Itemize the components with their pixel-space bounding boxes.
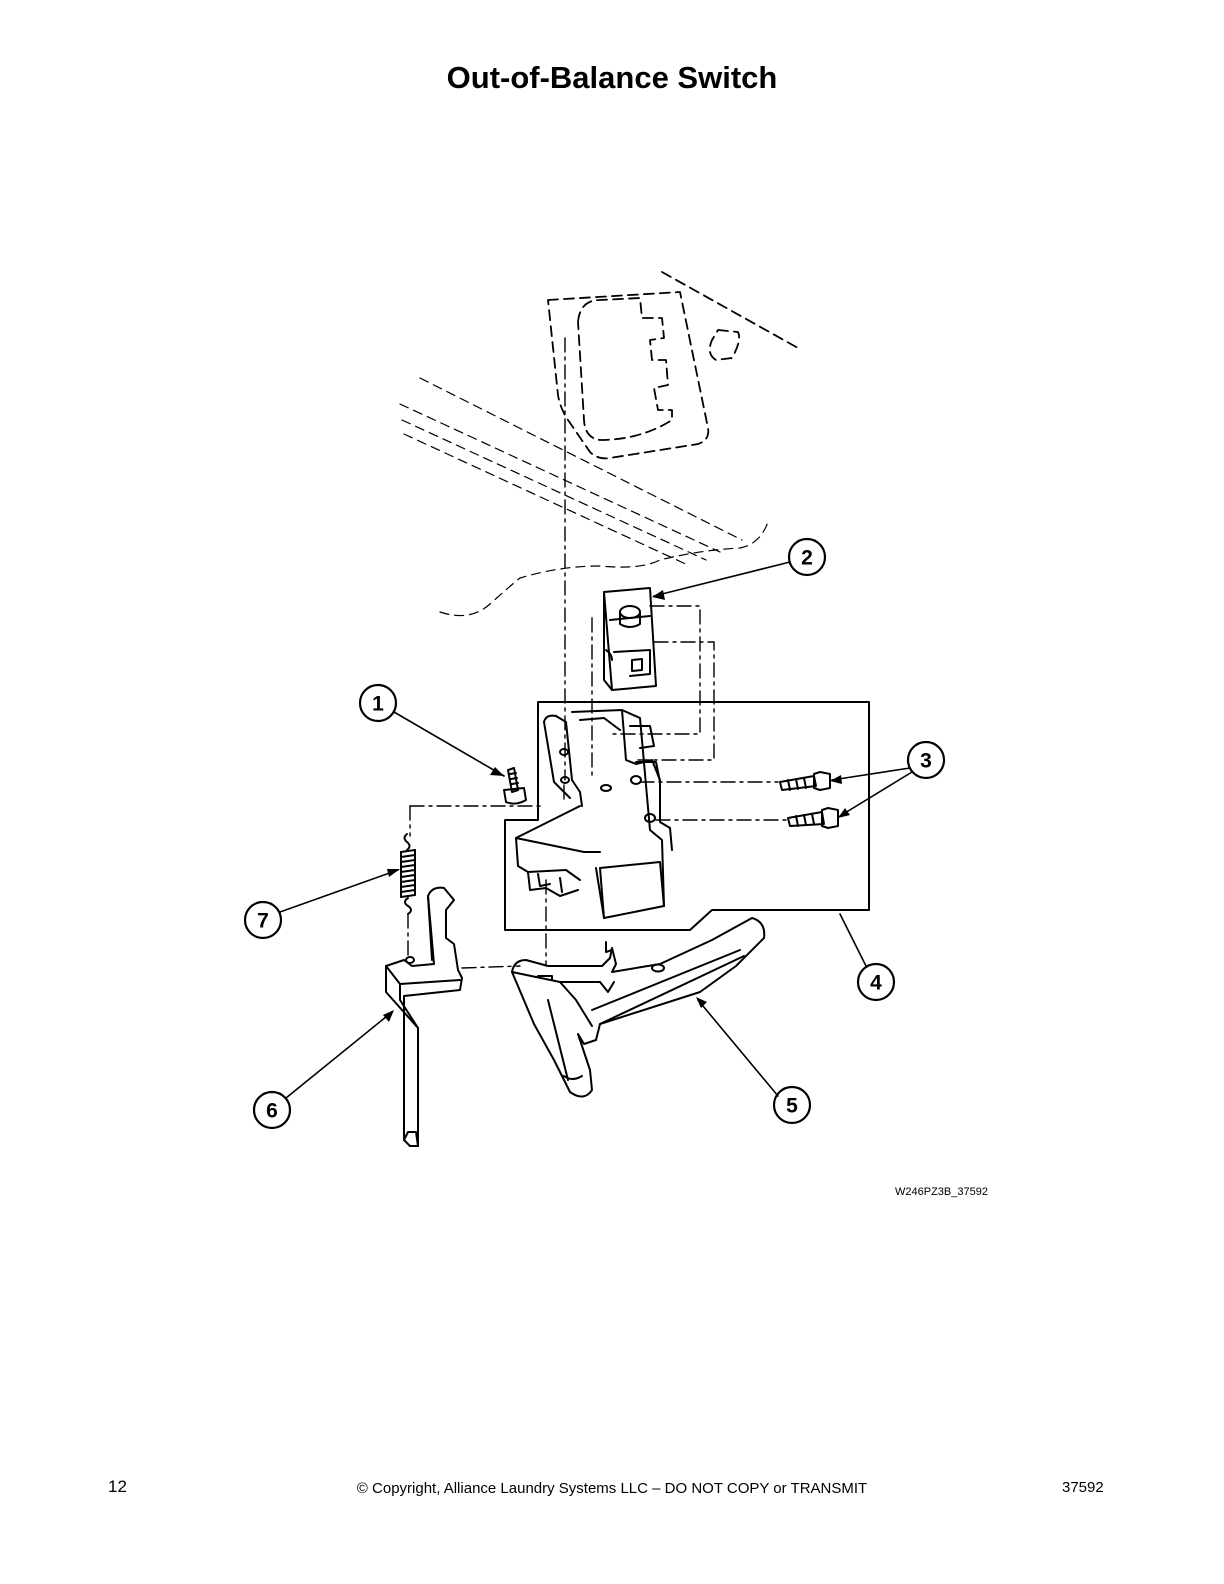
callout-6: 6 bbox=[266, 1100, 278, 1123]
callout-5: 5 bbox=[786, 1095, 798, 1118]
screws-part-3 bbox=[779, 771, 839, 829]
switch-part bbox=[603, 587, 657, 691]
callout-2: 2 bbox=[801, 547, 813, 570]
spring-part bbox=[400, 833, 416, 961]
callout-7: 7 bbox=[257, 910, 269, 933]
leader-lines bbox=[279, 561, 913, 1099]
page-number: 12 bbox=[108, 1477, 127, 1496]
lever-part bbox=[385, 886, 463, 1147]
figure-id: W246PZ3B_37592 bbox=[895, 1186, 988, 1198]
callout-1: 1 bbox=[372, 693, 384, 716]
cabinet-edge-lines bbox=[399, 377, 769, 617]
page-title: Out-of-Balance Switch bbox=[446, 60, 778, 95]
leader-arrowheads bbox=[383, 590, 850, 1022]
mounting-panel-outline bbox=[547, 271, 799, 460]
copyright-notice: © Copyright, Alliance Laundry Systems LL… bbox=[356, 1480, 868, 1497]
document-number: 37592 bbox=[1062, 1479, 1104, 1496]
callout-4: 4 bbox=[870, 972, 882, 995]
bracket-part bbox=[515, 709, 673, 919]
callout-3: 3 bbox=[920, 750, 932, 773]
bracket-assembly-box bbox=[504, 701, 870, 931]
screw-phantom-lines bbox=[409, 781, 787, 969]
callout-circles bbox=[243, 537, 946, 1130]
pedal-part bbox=[511, 917, 766, 1098]
screw-part-1 bbox=[503, 767, 527, 805]
